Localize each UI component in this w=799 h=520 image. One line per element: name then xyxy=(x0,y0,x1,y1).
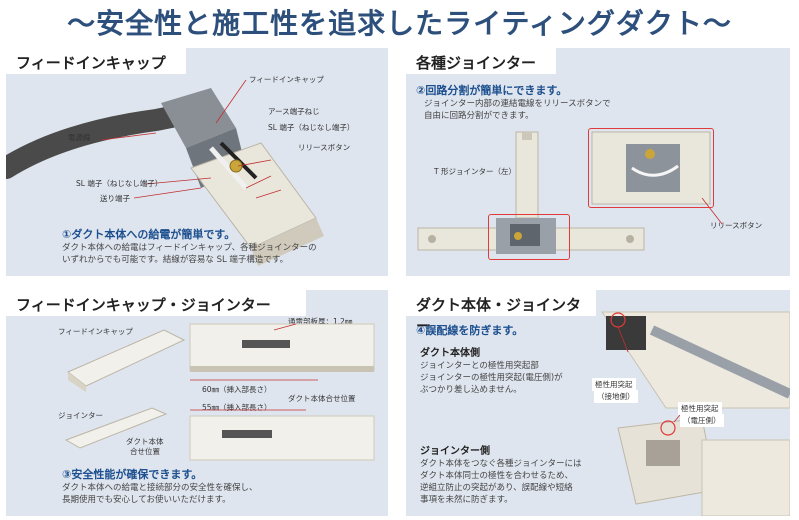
label-polarity-voltage-2: （電圧側） xyxy=(680,414,724,427)
label-feed-cap: フィードインキャップ xyxy=(249,75,324,84)
duct-side-desc-line2: ジョインターの極性用突起(電圧側)が xyxy=(420,373,563,383)
feature-desc-line1: ダクト本体への給電はフィードインキャップ、各種ジョインターの xyxy=(62,243,317,253)
label-power-line: 電源線 xyxy=(68,133,91,142)
duct-jointer-panel: ダクト本体・ジョインター ④誤配線を防ぎます。 ダクト本体側 ジョインターとの極… xyxy=(406,290,790,516)
duct-side-desc-line1: ジョインターとの極性用突起部 xyxy=(420,361,539,371)
label-sl-terminal-top: SL 端子（ねじなし端子） xyxy=(268,123,355,132)
feed-cap-jointer-panel: フィードインキャップ・ジョインター フィードインキャップ ジョインター 通電部板… xyxy=(6,290,388,516)
feature-headline: ②回路分割が簡単にできます。 xyxy=(416,84,568,97)
feature-desc-line1: ダクト本体への給電と接続部分の安全性を確保し、 xyxy=(62,483,258,493)
panel-title: フィードインキャップ・ジョインター xyxy=(6,290,306,316)
jointer-side-desc-line3: 逆組立防止の突起があり、誤配線や短絡 xyxy=(420,483,573,493)
label-duct-align-short-1: ダクト本体 xyxy=(126,437,164,446)
subhead-jointer-side: ジョインター側 xyxy=(420,446,490,457)
duct-body-illustration xyxy=(601,311,790,516)
feed-cap-illustration xyxy=(6,79,324,266)
panel-title: ダクト本体・ジョインター xyxy=(406,290,596,335)
label-duct-align: ダクト本体合せ位置 xyxy=(288,394,356,403)
label-t-jointer: T 形ジョインター（左） xyxy=(434,167,516,176)
page-title: ～安全性と施工性を追求したライティングダクト～ xyxy=(67,7,732,40)
feed-in-cap-panel: フィードインキャップ フィードインキャップ アース端子ねじ SL 端子（ねじなし… xyxy=(6,48,388,276)
panel-title: 各種ジョインター xyxy=(406,48,556,74)
label-polarity-voltage-1: 極性用突起 xyxy=(678,402,722,415)
label-send-terminal: 送り端子 xyxy=(100,194,130,203)
label-duct-align-short-2: 合せ位置 xyxy=(130,447,160,456)
highlight-frame-center xyxy=(488,214,570,260)
duct-side-desc-line3: ぶつかり差し込めません。 xyxy=(420,385,522,395)
feature-headline: ①ダクト本体への給電が簡単です。 xyxy=(62,228,236,241)
feature-desc-line2: 長期使用でも安心してお使いいただけます。 xyxy=(62,495,231,505)
label-conductor-thickness: 通電部板厚：1.2㎜ xyxy=(288,317,353,326)
feature-desc-line2: いずれからでも可能です。結線が容易な SL 端子構造です。 xyxy=(62,255,289,265)
label-insert-60: 60㎜（挿入部長さ） xyxy=(202,385,272,394)
label-sl-terminal-left: SL 端子（ねじなし端子） xyxy=(76,179,163,188)
label-release-button: リリースボタン xyxy=(710,221,763,230)
jointer-side-desc-line4: 事項を未然に防ぎます。 xyxy=(420,495,513,505)
jointers-panel: 各種ジョインター ②回路分割が簡単にできます。 ジョインター内部の連結電線をリリ… xyxy=(406,48,790,276)
feature-headline: ③安全性能が確保できます。 xyxy=(62,468,203,481)
feature-headline: ④誤配線を防ぎます。 xyxy=(416,324,524,337)
label-polarity-ground-1: 極性用突起 xyxy=(592,378,636,391)
feed-cap-jointer-illustration xyxy=(64,323,375,461)
panel-title: フィードインキャップ xyxy=(6,48,186,74)
label-earth-screw: アース端子ねじ xyxy=(268,107,320,116)
t-jointer-illustration xyxy=(417,131,723,254)
label-feed-cap: フィードインキャップ xyxy=(58,327,133,336)
label-insert-55: 55㎜（挿入部長さ） xyxy=(202,403,272,412)
feature-desc-line1: ジョインター内部の連結電線をリリースボタンで xyxy=(424,99,611,109)
label-jointer: ジョインター xyxy=(58,411,103,420)
feature-desc-line2: 自由に回路分割ができます。 xyxy=(424,111,534,121)
highlight-frame-inset xyxy=(588,128,714,208)
jointer-side-desc-line2: ダクト本体同士の極性を合わせるため、 xyxy=(420,471,574,481)
label-release-button: リリースボタン xyxy=(298,143,351,152)
label-polarity-ground-2: （接地側） xyxy=(594,390,638,403)
jointer-side-desc-line1: ダクト本体をつなぐ各種ジョインターには xyxy=(420,459,582,469)
subhead-duct-side: ダクト本体側 xyxy=(420,348,480,359)
